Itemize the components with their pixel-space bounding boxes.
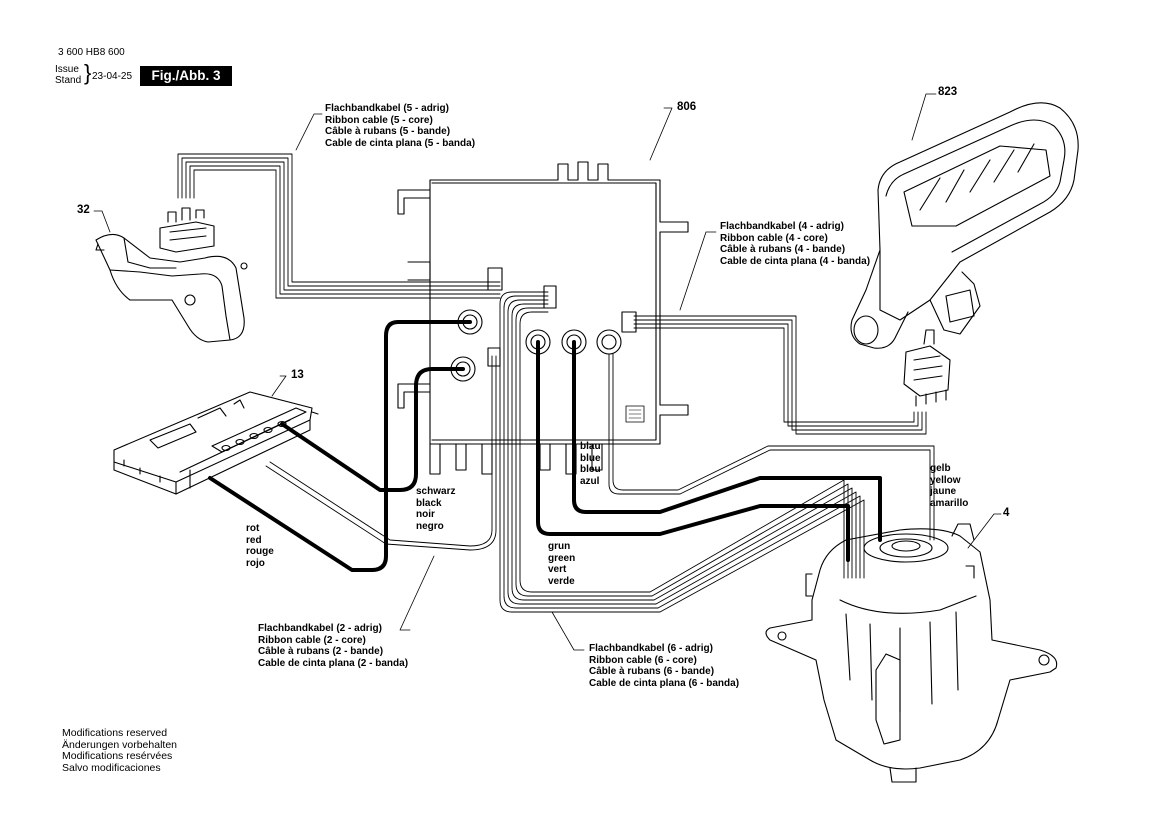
issue-date: 23-04-25 — [92, 71, 133, 82]
motor-4 — [765, 523, 1058, 783]
ribbon-cable-2 — [265, 355, 497, 551]
brace: } — [84, 60, 92, 85]
switch-32 — [95, 207, 248, 343]
black-wire — [280, 367, 465, 492]
blue-wire-label: blau blue bleu azul — [580, 441, 601, 487]
callout-4: 4 — [1003, 507, 1010, 519]
stand-label: Stand — [55, 75, 82, 86]
ribbon-6-label: Flachbandkabel (6 - adrig) Ribbon cable … — [589, 643, 740, 689]
red-wire — [208, 320, 472, 572]
handle-823 — [850, 102, 1079, 407]
red-wire-label: rot red rouge rojo — [246, 523, 274, 569]
green-wire — [536, 340, 850, 562]
callout-32: 32 — [77, 204, 90, 216]
switch-module-13 — [113, 391, 319, 495]
issue-stand-label: Issue Stand — [55, 64, 87, 86]
electronic-module-806 — [397, 161, 689, 475]
footer-note: Modifications reserved Änderungen vorbeh… — [62, 727, 178, 774]
yellow-wire — [608, 353, 935, 541]
ribbon-cable-5 — [177, 153, 501, 299]
ribbon-5-label: Flachbandkabel (5 - adrig) Ribbon cable … — [325, 103, 476, 149]
green-wire-label: grun green vert verde — [548, 541, 576, 587]
issue-label: Issue — [55, 64, 79, 75]
callout-823: 823 — [938, 86, 958, 98]
ribbon-cable-6 — [499, 291, 865, 613]
ribbon-4-label: Flachbandkabel (4 - adrig) Ribbon cable … — [720, 221, 871, 267]
figure-label: Fig./Abb. 3 — [140, 66, 232, 86]
blue-wire — [572, 340, 882, 542]
leader-lines — [93, 93, 1002, 651]
part-number: 3 600 HB8 600 — [58, 47, 125, 58]
heavy-wires — [208, 320, 882, 572]
ribbon-2-label: Flachbandkabel (2 - adrig) Ribbon cable … — [258, 623, 409, 669]
black-wire-label: schwarz black noir negro — [416, 486, 456, 532]
ribbon-cable-4 — [633, 315, 927, 435]
yellow-wire-label: gelb yellow jaune amarillo — [930, 463, 969, 509]
callout-806: 806 — [677, 101, 697, 113]
callout-13: 13 — [291, 369, 304, 381]
